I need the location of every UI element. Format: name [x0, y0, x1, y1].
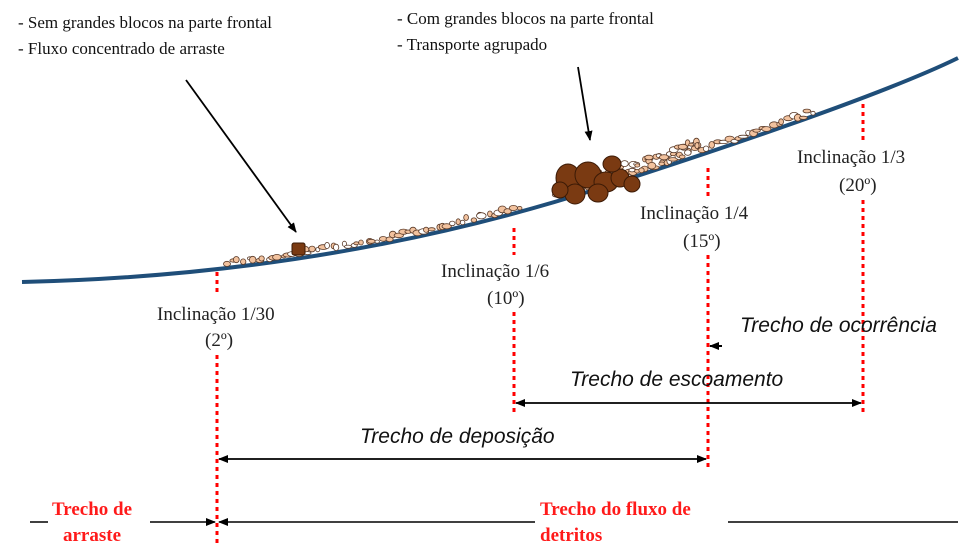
zone-escoamento-label: Trecho de escoamento	[570, 368, 784, 391]
pebble	[647, 161, 657, 170]
pebble	[778, 118, 784, 126]
pebble	[638, 167, 645, 174]
right-note-line1: - Com grandes blocos na parte frontal	[397, 9, 654, 28]
zone-ocorrencia-label: Trecho de ocorrência	[740, 314, 937, 337]
terrain-profile-curve	[21, 56, 959, 284]
left-note-line2: - Fluxo concentrado de arraste	[18, 39, 225, 58]
pebble	[517, 205, 523, 211]
pebble	[694, 142, 700, 150]
pebble	[324, 241, 330, 249]
slope-angle-15deg: (15º)	[683, 231, 721, 252]
pebble	[366, 238, 376, 244]
pebble	[476, 212, 487, 220]
pebble	[677, 143, 688, 150]
boulder	[587, 183, 609, 203]
left-note-line1: - Sem grandes blocos na parte frontal	[18, 13, 272, 32]
pebble	[358, 239, 364, 246]
pebble	[258, 255, 265, 262]
pebble	[272, 254, 282, 261]
arraste-label-line2: arraste	[63, 525, 121, 546]
pebble	[634, 163, 641, 168]
pebble	[752, 128, 761, 133]
pebble	[427, 227, 436, 232]
pebble	[332, 243, 340, 251]
pebble	[678, 154, 686, 159]
pebble	[684, 149, 692, 156]
boulder	[291, 242, 306, 256]
pebble	[737, 134, 749, 139]
slope-angle-20deg: (20º)	[839, 175, 877, 196]
slope-angle-10deg: (10º)	[487, 288, 525, 309]
pebble	[449, 220, 456, 227]
pebble	[761, 126, 772, 132]
debris-particles	[223, 108, 816, 267]
slope-label-15deg: Inclinação 1/4	[640, 203, 749, 224]
pebble	[459, 219, 466, 226]
pebble	[223, 260, 231, 267]
pebble	[308, 245, 316, 253]
boulder	[602, 155, 622, 173]
fluxo-label-line1: Trecho do fluxo de	[540, 499, 691, 520]
pebble	[233, 256, 240, 264]
pebble	[344, 244, 352, 249]
pebble	[455, 218, 461, 226]
pebble	[798, 115, 808, 120]
pebble	[620, 160, 629, 168]
pebble	[702, 145, 710, 152]
pebble	[628, 167, 636, 173]
pebble	[240, 258, 247, 265]
pebble	[441, 223, 452, 230]
pebble	[810, 110, 816, 116]
pebble	[644, 154, 654, 161]
arraste-label-line1: Trecho de	[52, 499, 132, 520]
pebble	[463, 214, 469, 221]
pebble	[470, 217, 478, 223]
pebble	[503, 208, 512, 215]
pebble	[802, 108, 812, 114]
guide-lines	[215, 104, 865, 545]
slope-angle-2deg: (2º)	[205, 330, 233, 351]
pebble	[374, 239, 380, 244]
pebble	[353, 241, 360, 246]
boulder	[564, 183, 586, 205]
left-note-arrow	[185, 79, 297, 233]
slope-label-20deg: Inclinação 1/3	[797, 147, 905, 168]
pebble	[508, 204, 519, 211]
pebble	[688, 142, 694, 147]
boulder	[623, 175, 641, 193]
pebble	[248, 255, 257, 264]
right-note-line2: - Transporte agrupado	[397, 35, 547, 54]
slope-label-2deg: Inclinação 1/30	[157, 304, 275, 325]
right-note-arrow	[577, 66, 593, 141]
pebble	[385, 236, 394, 242]
fluxo-label-line2: detritos	[540, 525, 602, 546]
pebble	[708, 141, 715, 149]
boulder	[551, 181, 569, 199]
zone-deposicao-label: Trecho de deposição	[360, 425, 555, 448]
slope-label-10deg: Inclinação 1/6	[441, 261, 549, 282]
